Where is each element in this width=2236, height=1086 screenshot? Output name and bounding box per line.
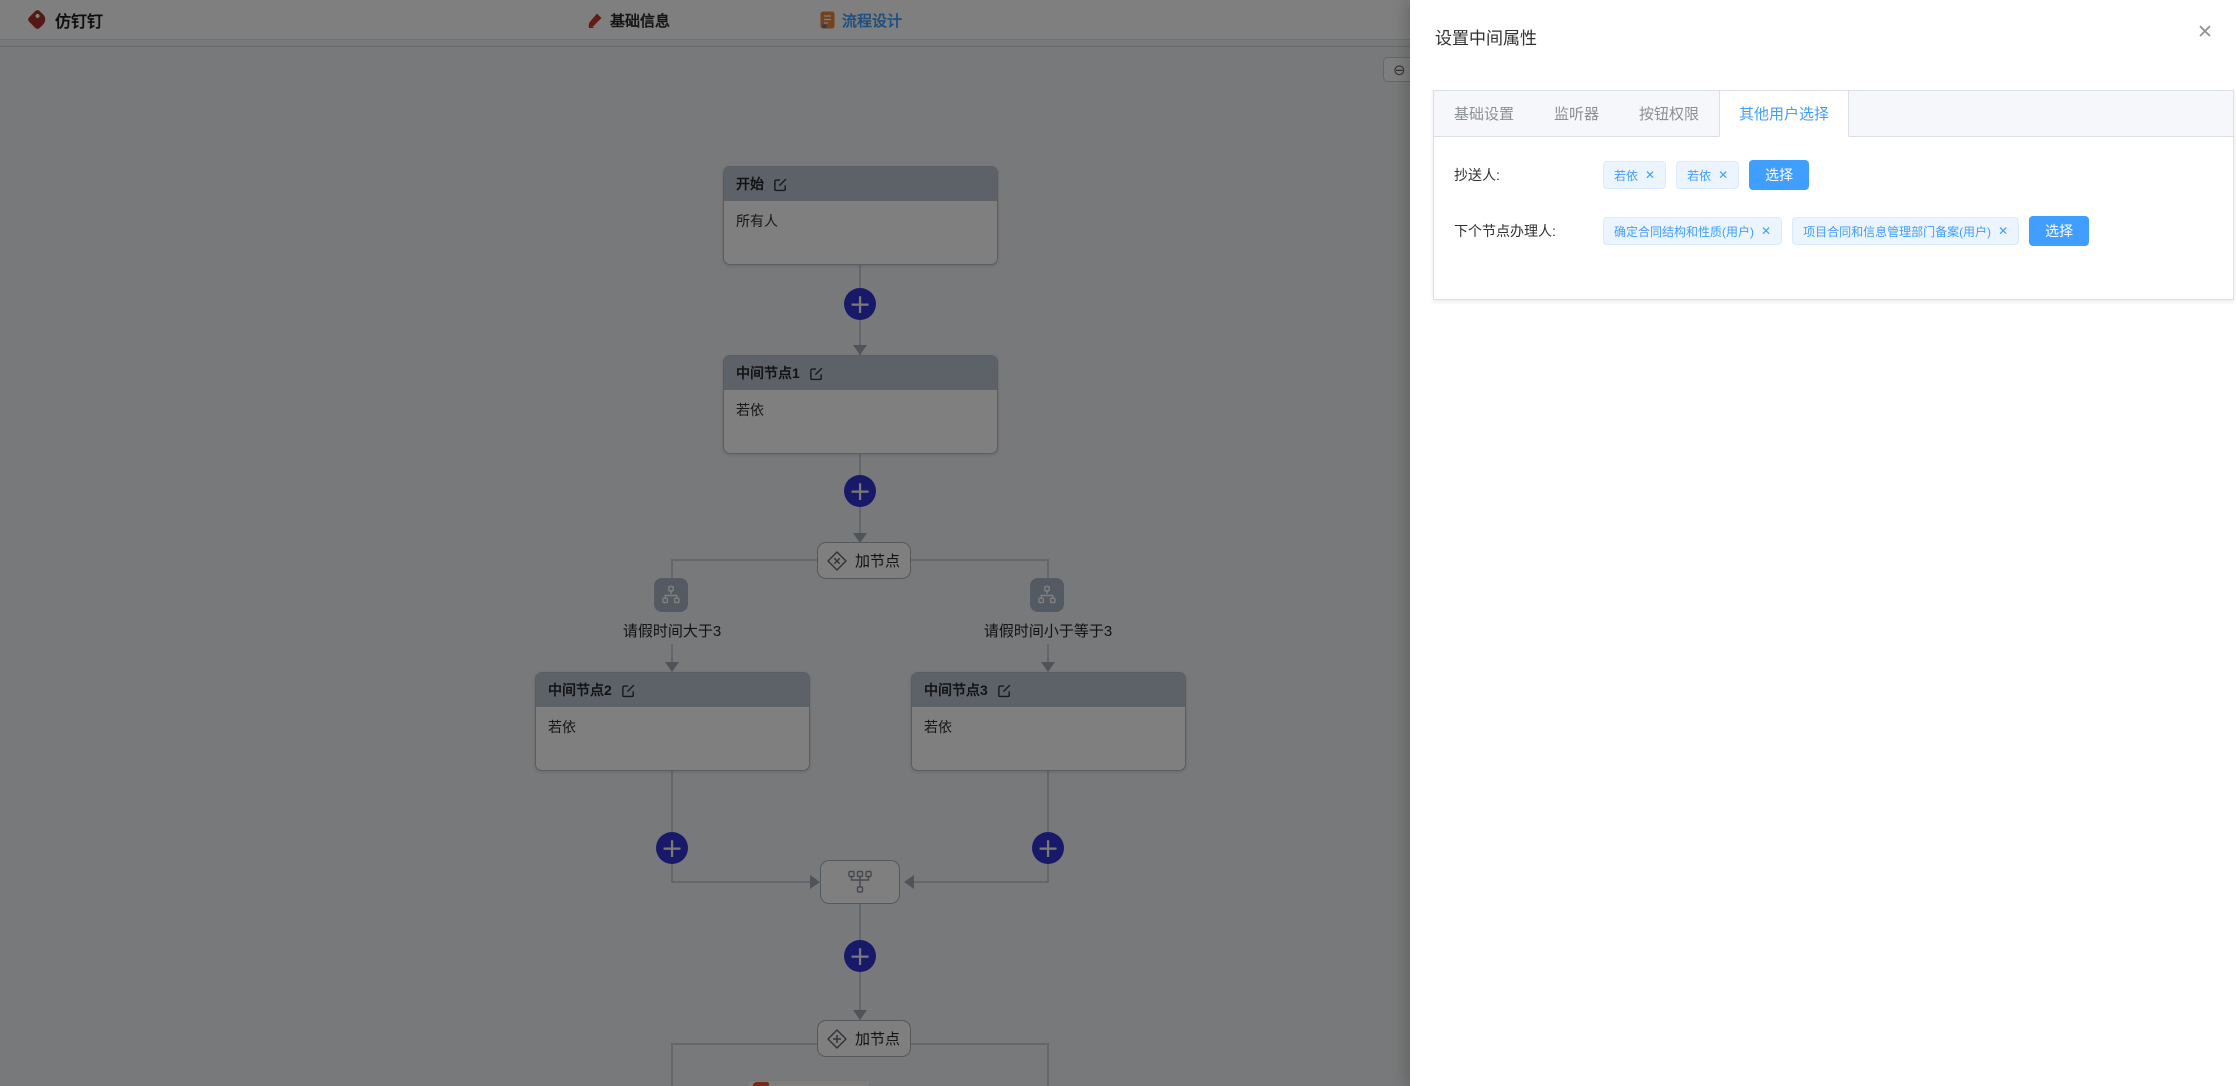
tag-close-icon[interactable]: ✕ bbox=[1761, 224, 1772, 238]
tab-listeners[interactable]: 监听器 bbox=[1554, 106, 1600, 123]
tab-other-user-select[interactable]: 其他用户选择 bbox=[1719, 91, 1850, 137]
cc-select-button[interactable]: 选择 bbox=[1749, 160, 1810, 190]
handler-tag-text: 项目合同和信息管理部门备案(用户) bbox=[1803, 224, 1992, 239]
next-node-handlers-row: 下个节点办理人: 确定合同结构和性质(用户) ✕ 项目合同和信息管理部门备案(用… bbox=[1454, 216, 2213, 246]
cc-tag-text: 若依 bbox=[1614, 168, 1639, 183]
tabs-header: 基础设置 监听器 按钮权限 其他用户选择 bbox=[1434, 91, 2233, 137]
settings-tabs-card: 基础设置 监听器 按钮权限 其他用户选择 抄送人: 若依 ✕ 若依 ✕ 选择 bbox=[1433, 90, 2234, 300]
tab-button-permissions[interactable]: 按钮权限 bbox=[1639, 106, 1700, 123]
handler-select-button[interactable]: 选择 bbox=[2029, 216, 2090, 246]
cc-tag: 若依 ✕ bbox=[1603, 161, 1667, 189]
tag-close-icon[interactable]: ✕ bbox=[1645, 168, 1656, 182]
next-node-handlers-label: 下个节点办理人: bbox=[1454, 223, 1556, 239]
handler-tag: 项目合同和信息管理部门备案(用户) ✕ bbox=[1792, 217, 2020, 245]
tag-close-icon[interactable]: ✕ bbox=[1718, 168, 1729, 182]
cc-recipients-label: 抄送人: bbox=[1454, 167, 1500, 183]
cc-recipients-row: 抄送人: 若依 ✕ 若依 ✕ 选择 bbox=[1454, 160, 2213, 190]
handler-tag-text: 确定合同结构和性质(用户) bbox=[1614, 224, 1754, 239]
tab-panel-other-user-select: 抄送人: 若依 ✕ 若依 ✕ 选择 下个节点办理人: bbox=[1434, 137, 2233, 299]
tab-basic-settings[interactable]: 基础设置 bbox=[1454, 106, 1515, 123]
tag-close-icon[interactable]: ✕ bbox=[1998, 224, 2009, 238]
cc-tag: 若依 ✕ bbox=[1676, 161, 1740, 189]
cc-tag-text: 若依 bbox=[1687, 168, 1712, 183]
close-icon[interactable]: ✕ bbox=[2197, 22, 2213, 43]
properties-drawer: 设置中间属性 ✕ 基础设置 监听器 按钮权限 其他用户选择 抄送人: 若依 ✕ … bbox=[1410, 0, 2236, 1086]
handler-tag: 确定合同结构和性质(用户) ✕ bbox=[1603, 217, 1783, 245]
drawer-title: 设置中间属性 bbox=[1435, 29, 1537, 48]
